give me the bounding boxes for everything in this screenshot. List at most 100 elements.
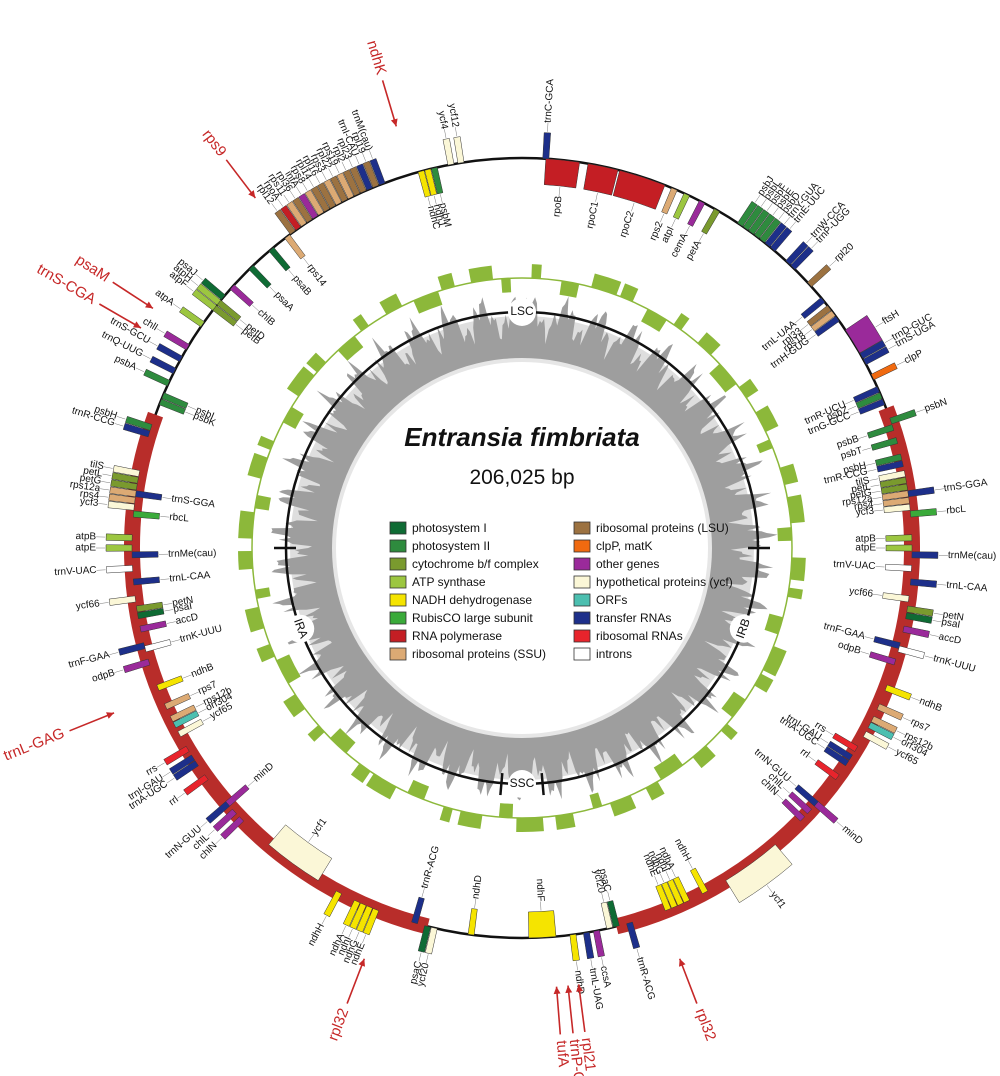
gene-leader: [362, 152, 367, 162]
gene-block: [870, 715, 898, 734]
gene-leader: [303, 257, 310, 266]
gene-leader: [202, 716, 212, 722]
gene-block: [172, 760, 199, 781]
legend-label: introns: [596, 647, 632, 661]
gene-block: [105, 544, 133, 552]
gene-block: [205, 801, 231, 824]
legend-label: ORFs: [596, 593, 627, 607]
gene-block: [882, 497, 910, 507]
gene-block: [823, 746, 850, 767]
gene-block: [844, 315, 883, 354]
gene-leader: [896, 730, 905, 735]
gene-leader: [156, 328, 165, 334]
legend-swatch: [573, 539, 591, 553]
gene-leader: [235, 324, 244, 331]
gene-block: [583, 163, 619, 196]
gene-block: [790, 246, 814, 270]
gene-label: trnL-CAA: [169, 570, 211, 585]
gene-block: [132, 510, 160, 520]
gene-leader: [98, 503, 108, 505]
gene-label: atpE: [75, 543, 96, 554]
legend-label: ribosomal proteins (LSU): [596, 521, 729, 535]
gene-block: [876, 703, 904, 721]
gene-label: rpoB: [551, 195, 564, 217]
gene-leader: [283, 194, 290, 203]
gene-leader: [654, 876, 659, 885]
annotation-label: trnP-GGG: [566, 1038, 590, 1076]
gene-leader: [252, 304, 260, 312]
gene-block: [280, 205, 302, 231]
gene-block: [125, 416, 153, 431]
legend-item: NADH dehydrogenase: [389, 593, 532, 607]
gene-block: [701, 208, 720, 235]
gene-leader: [685, 225, 690, 235]
gene-block: [304, 189, 325, 216]
gene-leader: [870, 484, 880, 487]
gene-block: [885, 563, 912, 572]
gene-leader: [190, 691, 199, 696]
legend-label: hypothetical proteins (ycf): [596, 575, 733, 589]
gene-leader: [427, 197, 431, 207]
gene-label: odpB: [91, 667, 117, 684]
gene-block: [298, 193, 319, 220]
gene-leader: [355, 155, 360, 165]
gene-block: [862, 346, 890, 365]
gene-block: [832, 732, 859, 752]
gene-block: [323, 178, 342, 206]
gene-block: [183, 774, 209, 796]
legend-item: other genes: [573, 557, 659, 571]
annotation-arrow: trnL-GAG: [1, 712, 115, 764]
gene-block: [169, 704, 197, 723]
gene-leader: [321, 916, 327, 925]
legend-item: RNA polymerase: [389, 629, 502, 643]
gene-leader: [829, 260, 837, 267]
gene-leader: [247, 780, 255, 787]
gene-block: [661, 881, 678, 909]
gene-block: [118, 642, 146, 656]
gene-block: [220, 816, 244, 840]
gene-block: [349, 166, 367, 194]
gene-leader: [547, 122, 549, 132]
gene-leader: [845, 400, 854, 405]
gene-leader: [195, 702, 204, 708]
track-block: [244, 606, 265, 633]
gene-leader: [362, 934, 367, 944]
gene-block: [417, 925, 431, 953]
track-block: [350, 763, 371, 784]
region-label: SSC: [510, 776, 535, 790]
gene-label: psaI: [172, 601, 193, 615]
gene-block: [274, 209, 296, 235]
gene-leader-lines: [96, 122, 948, 971]
legend-label: cytochrome b/f complex: [412, 557, 539, 571]
gene-label: ndhD: [572, 970, 586, 995]
region-label-bg: [508, 298, 536, 326]
gene-block: [806, 305, 832, 327]
gene-block: [105, 533, 133, 542]
gene-leader: [474, 898, 477, 908]
gene-block: [286, 200, 307, 227]
legend-label: RNA polymerase: [412, 629, 502, 643]
gene-label: psaB: [290, 273, 313, 298]
inner-green-track: [238, 264, 806, 832]
annotation-label: tufA: [553, 1040, 572, 1068]
track-block: [254, 494, 271, 511]
gene-block: [764, 222, 787, 248]
gene-leader: [636, 948, 640, 958]
gene-label: ycf4: [435, 110, 449, 130]
gene-leader: [760, 198, 767, 207]
legend-swatch: [389, 557, 407, 571]
track-block: [609, 795, 637, 817]
gene-leader: [766, 203, 773, 211]
gene-label: trnMe(cau): [168, 548, 217, 560]
gene-label: ycf66: [849, 586, 875, 600]
gene-label: ndhD: [470, 875, 484, 900]
gene-leader: [369, 150, 373, 159]
region-label: IRA: [291, 617, 311, 641]
legend-item: cytochrome b/f complex: [389, 557, 539, 571]
gene-leader: [782, 786, 790, 794]
gene-block: [131, 551, 159, 559]
gene-leader: [160, 516, 170, 518]
gene-leader: [754, 194, 761, 203]
gene-leader: [884, 338, 893, 343]
track-block: [257, 435, 274, 450]
